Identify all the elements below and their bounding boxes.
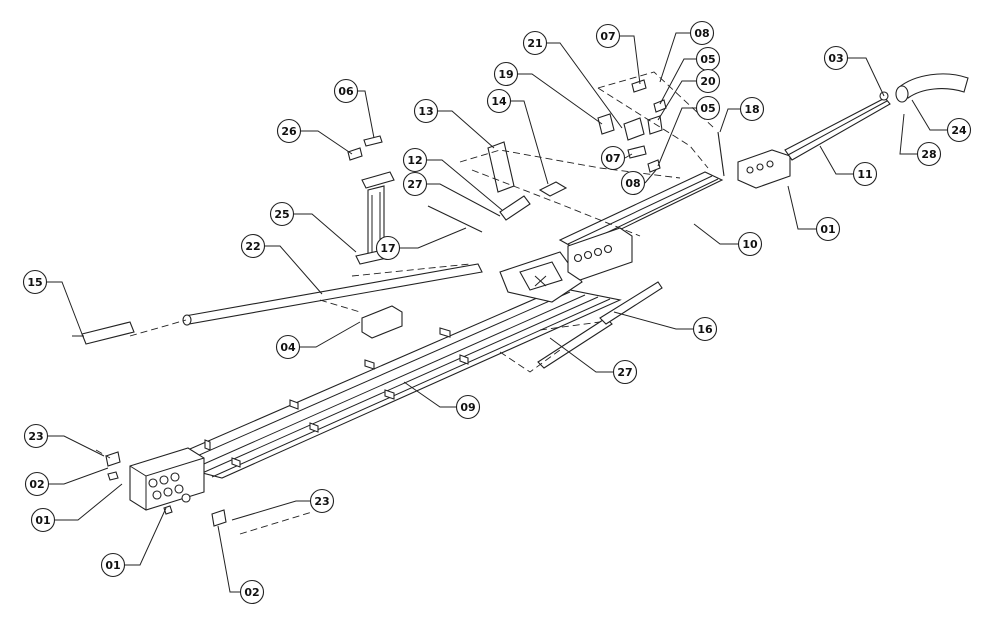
callout-28: 28 — [916, 141, 942, 167]
callout-23-left: 23 — [23, 423, 49, 449]
callout-14: 14 — [486, 88, 512, 114]
callout-11-label: 11 — [857, 168, 872, 181]
callout-28-label: 28 — [921, 148, 936, 161]
alignment-lines — [95, 71, 715, 535]
callout-25: 25 — [269, 201, 295, 227]
callout-27-upper-label: 27 — [407, 178, 422, 191]
callout-18-label: 18 — [744, 103, 759, 116]
callout-05-lower-label: 05 — [700, 102, 715, 115]
callout-27-lower: 27 — [612, 359, 638, 385]
callout-04: 04 — [275, 334, 301, 360]
callout-04-label: 04 — [280, 341, 296, 354]
callout-22-label: 22 — [245, 240, 260, 253]
callout-01-rear: 01 — [815, 216, 841, 242]
callout-07-lower-label: 07 — [605, 152, 620, 165]
gas-strut — [537, 281, 663, 369]
callout-20: 20 — [695, 68, 721, 94]
callout-17-label: 17 — [380, 242, 395, 255]
end-fittings — [105, 451, 227, 527]
rear-end-housing — [737, 149, 791, 189]
hydraulic-cylinder — [72, 263, 483, 345]
callout-10: 10 — [737, 231, 763, 257]
callout-08-lower-label: 08 — [625, 177, 640, 190]
callout-16-label: 16 — [697, 323, 713, 336]
callout-03: 03 — [823, 45, 849, 71]
mid-housing-block — [567, 227, 633, 281]
small-hardware — [597, 79, 667, 173]
callout-13-label: 13 — [418, 105, 433, 118]
callout-07-lower: 07 — [600, 145, 626, 171]
center-pivot-bracket — [499, 251, 583, 303]
callout-02-left: 02 — [24, 471, 50, 497]
callout-21: 21 — [522, 30, 548, 56]
link-plates — [487, 141, 568, 221]
callout-02-left-label: 02 — [29, 478, 44, 491]
callout-01-left-label: 01 — [35, 514, 50, 527]
extension-shaft — [784, 97, 891, 161]
callout-21-label: 21 — [527, 37, 542, 50]
vertical-pin — [717, 131, 725, 177]
leader-lines — [47, 32, 947, 593]
jack-stand — [347, 135, 397, 265]
callout-14-label: 14 — [491, 95, 507, 108]
callout-09-label: 09 — [460, 401, 475, 414]
pivot-pin — [427, 205, 483, 233]
callout-19-label: 19 — [498, 68, 513, 81]
callout-05-lower: 05 — [695, 95, 721, 121]
callout-23-right-label: 23 — [314, 495, 329, 508]
callout-19: 19 — [493, 61, 519, 87]
callout-07-upper-label: 07 — [600, 30, 615, 43]
callout-23-right: 23 — [309, 488, 335, 514]
callout-26: 26 — [276, 118, 302, 144]
callout-02-bottom: 02 — [239, 579, 265, 605]
callout-07-upper: 07 — [595, 23, 621, 49]
callout-08-upper: 08 — [689, 20, 715, 46]
callout-03-label: 03 — [828, 52, 843, 65]
callout-25-label: 25 — [274, 208, 289, 221]
callout-17: 17 — [375, 235, 401, 261]
callout-22: 22 — [240, 233, 266, 259]
callout-24: 24 — [946, 117, 972, 143]
callout-05-upper-label: 05 — [700, 53, 715, 66]
callout-26-label: 26 — [281, 125, 297, 138]
boom-tube-assembly — [158, 287, 622, 479]
callout-08-lower: 08 — [620, 170, 646, 196]
callout-01-rear-label: 01 — [820, 223, 835, 236]
callout-01-bottom: 01 — [100, 552, 126, 578]
callout-27-upper: 27 — [402, 171, 428, 197]
callout-12-label: 12 — [407, 154, 422, 167]
callout-20-label: 20 — [700, 75, 716, 88]
callout-02-bottom-label: 02 — [244, 586, 259, 599]
callout-08-upper-label: 08 — [694, 27, 709, 40]
callout-16: 16 — [692, 316, 718, 342]
callout-06: 06 — [333, 78, 359, 104]
curved-handle — [895, 73, 969, 103]
callout-06-label: 06 — [338, 85, 354, 98]
callout-27-lower-label: 27 — [617, 366, 632, 379]
callout-09: 09 — [455, 394, 481, 420]
callout-01-left: 01 — [30, 507, 56, 533]
callout-15-label: 15 — [27, 276, 42, 289]
callout-12: 12 — [402, 147, 428, 173]
callout-18: 18 — [739, 96, 765, 122]
callout-01-bottom-label: 01 — [105, 559, 120, 572]
callout-24-label: 24 — [951, 124, 967, 137]
front-end-housing — [129, 447, 205, 511]
callout-10-label: 10 — [742, 238, 758, 251]
callout-13: 13 — [413, 98, 439, 124]
callout-15: 15 — [22, 269, 48, 295]
callout-11: 11 — [852, 161, 878, 187]
mount-bracket — [361, 305, 403, 339]
callout-23-left-label: 23 — [28, 430, 43, 443]
callout-05-upper: 05 — [695, 46, 721, 72]
